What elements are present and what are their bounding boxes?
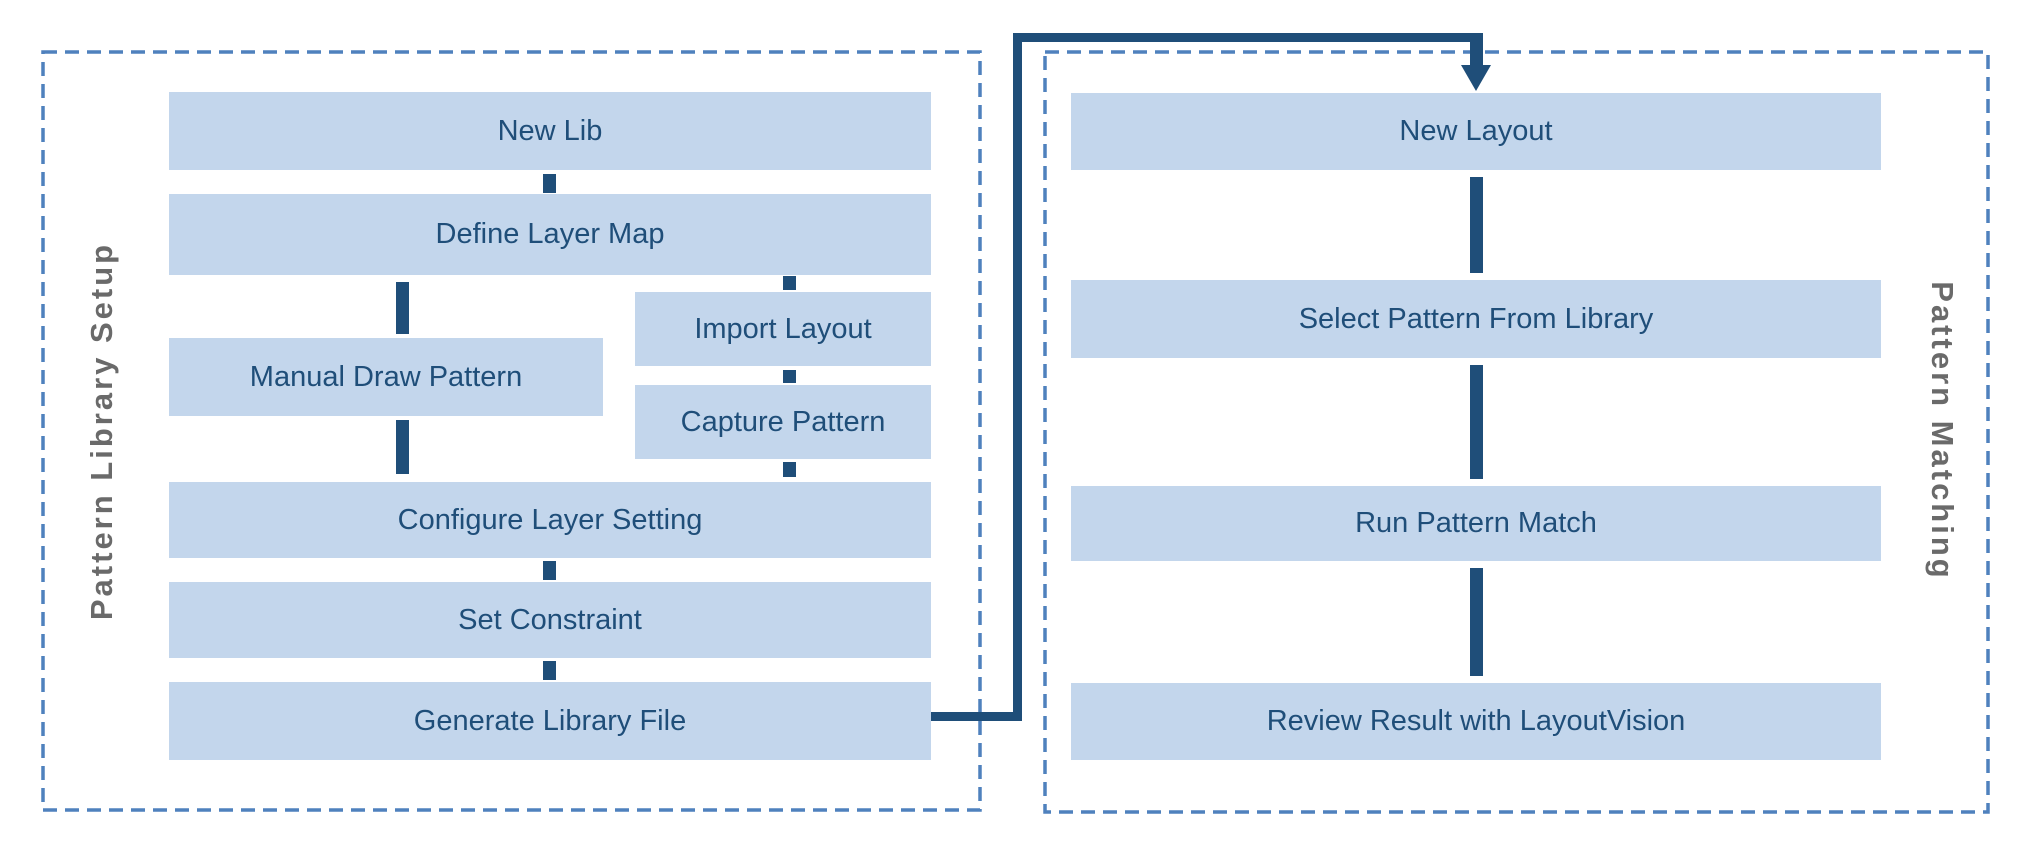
connector-definelayermap-manualdraw <box>396 282 409 334</box>
connector-newlayout-selectpattern <box>1470 177 1483 273</box>
step-select-pattern-from-library: Select Pattern From Library <box>1071 280 1881 358</box>
step-new-lib: New Lib <box>169 92 931 170</box>
bridge-connector-horizontal-bottom <box>931 712 1022 721</box>
connector-runmatch-reviewresult <box>1470 568 1483 676</box>
arrow-down-icon <box>1461 65 1491 91</box>
step-review-result-with-layoutvision: Review Result with LayoutVision <box>1071 683 1881 760</box>
step-define-layer-map: Define Layer Map <box>169 194 931 275</box>
step-set-constraint: Set Constraint <box>169 582 931 658</box>
bridge-connector-vertical-up <box>1013 33 1022 721</box>
pattern-matching-border <box>1043 50 1990 814</box>
step-import-layout: Import Layout <box>635 292 931 366</box>
step-configure-layer-setting: Configure Layer Setting <box>169 482 931 558</box>
bridge-connector-arrow-stem <box>1470 42 1483 66</box>
step-capture-pattern: Capture Pattern <box>635 385 931 459</box>
pattern-library-setup-border <box>41 50 982 812</box>
connector-configurelayer-setconstraint <box>543 561 556 580</box>
group-label-pattern-matching: Pattern Matching <box>1925 281 1960 581</box>
step-generate-library-file: Generate Library File <box>169 682 931 760</box>
step-new-layout: New Layout <box>1071 93 1881 170</box>
connector-manualdraw-configurelayer <box>396 420 409 474</box>
group-label-pattern-library-setup: Pattern Library Setup <box>84 241 119 621</box>
connector-newlib-definelayermap <box>543 174 556 193</box>
step-run-pattern-match: Run Pattern Match <box>1071 486 1881 561</box>
bridge-connector-horizontal-top <box>1013 33 1483 42</box>
connector-definelayermap-importlayout <box>783 276 796 290</box>
step-manual-draw-pattern: Manual Draw Pattern <box>169 338 603 416</box>
connector-setconstraint-generatelibrary <box>543 661 556 680</box>
connector-selectpattern-runmatch <box>1470 365 1483 479</box>
connector-capturepattern-configurelayer <box>783 462 796 477</box>
connector-importlayout-capturepattern <box>783 370 796 383</box>
